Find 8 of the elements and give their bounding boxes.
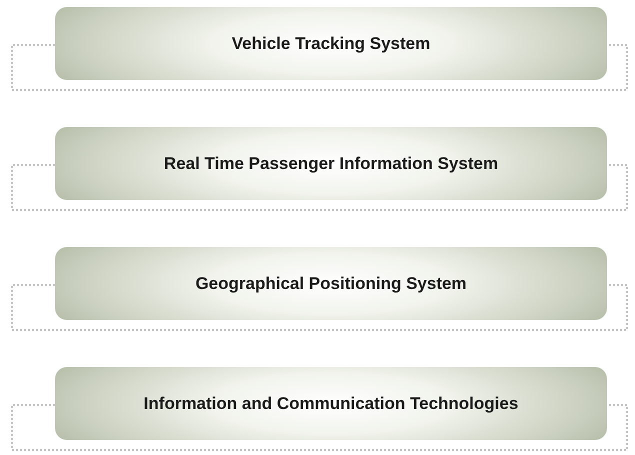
box-label: Geographical Positioning System	[195, 274, 467, 294]
rounded-box	[55, 367, 607, 440]
box-label: Vehicle Tracking System	[232, 34, 430, 54]
rounded-box	[55, 247, 607, 320]
box-label: Real Time Passenger Information System	[164, 154, 498, 174]
rounded-box	[55, 127, 607, 200]
box-label: Information and Communication Technologies	[144, 394, 518, 414]
rounded-box	[55, 7, 607, 80]
